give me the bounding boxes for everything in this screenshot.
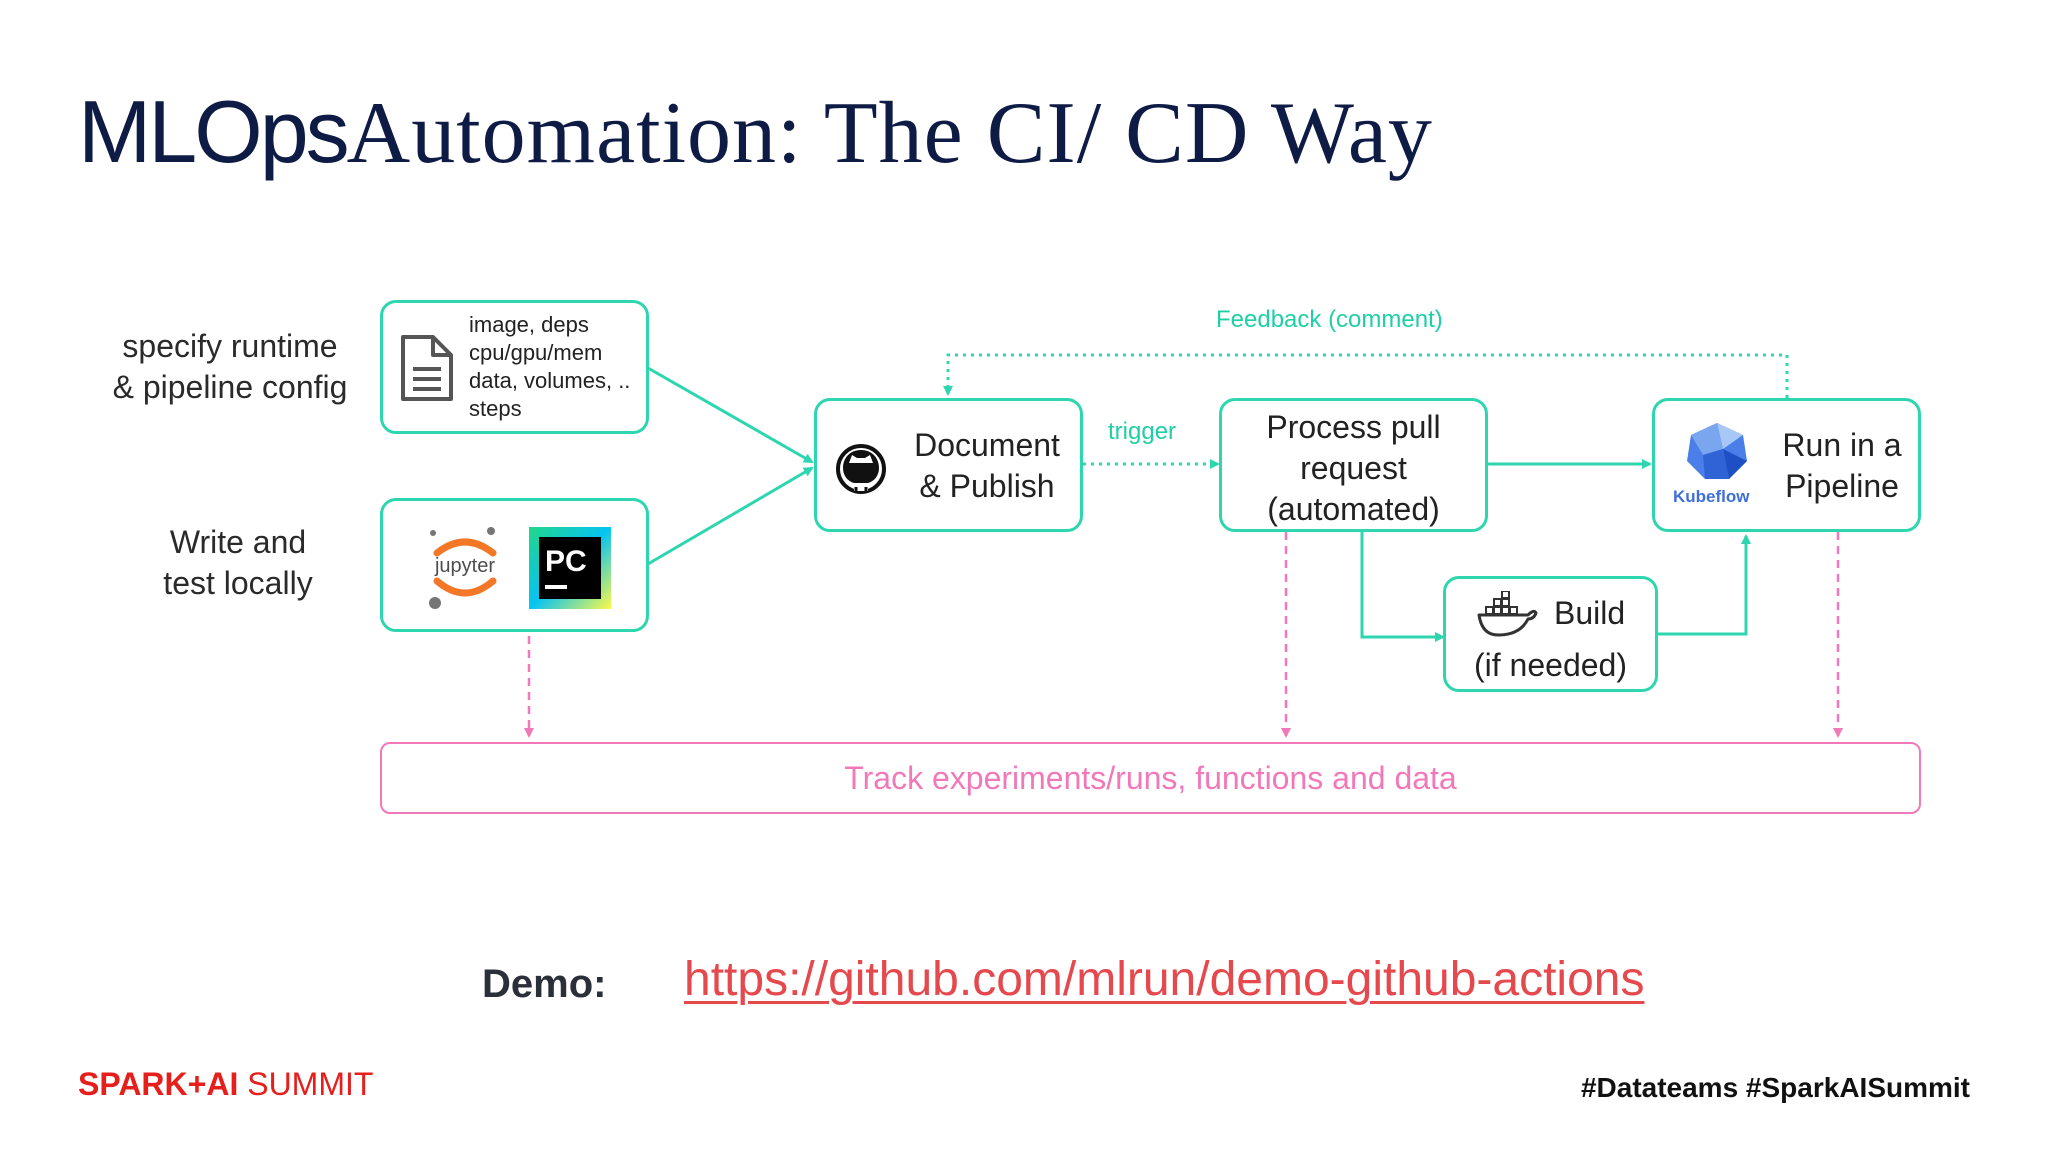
label-write-line1: Write and (169, 524, 307, 560)
pipeline-box: Kubeflow Run in a Pipeline (1652, 398, 1921, 532)
document-icon (401, 335, 453, 401)
kubeflow-text: Kubeflow (1673, 487, 1750, 506)
process-line1: Process pull (1266, 409, 1441, 445)
arrow-config-to-document (647, 366, 814, 464)
local-box: jupyter PC (380, 498, 649, 632)
build-line2: (if needed) (1474, 647, 1627, 683)
document-publish-text: Document & Publish (897, 425, 1077, 507)
document-line2: & Publish (919, 468, 1055, 504)
config-item-cpu: cpu/gpu/mem (469, 340, 603, 365)
kubeflow-icon (1687, 423, 1747, 479)
demo-link[interactable]: https://github.com/mlrun/demo-github-act… (684, 953, 1645, 1006)
hashtags: #Datateams #SparkAISummit (1580, 1072, 1970, 1103)
process-pr-box: Process pull request (automated) (1219, 398, 1488, 532)
arrow-process-to-build (1360, 532, 1445, 642)
label-specify-runtime: specify runtime & pipeline config (96, 326, 364, 408)
arrow-feedback (943, 353, 1789, 398)
feedback-label: Feedback (comment) (1216, 306, 1443, 333)
logo-rest: SUMMIT (238, 1066, 374, 1102)
arrow-local-to-document (647, 466, 814, 566)
title-part-automation: Automation: The CI/ CD Way (346, 85, 1433, 182)
track-box: Track experiments/runs, functions and da… (380, 742, 1921, 814)
config-item-data: data, volumes, .. (469, 368, 631, 393)
config-item-steps: steps (469, 396, 522, 421)
label-specify-line1: specify runtime (122, 328, 338, 364)
document-publish-box: Document & Publish (814, 398, 1083, 532)
process-pr-text: Process pull request (automated) (1222, 407, 1485, 530)
config-box: image, deps cpu/gpu/mem data, volumes, .… (380, 300, 649, 434)
slide-title: MLOpsAutomation: The CI/ CD Way (78, 88, 1433, 178)
track-label: Track experiments/runs, functions and da… (844, 759, 1457, 796)
document-line1: Document (914, 427, 1060, 463)
pipeline-line2: Pipeline (1785, 468, 1899, 504)
docker-icon (1477, 591, 1538, 637)
pipeline-text: Run in a Pipeline (1767, 425, 1917, 507)
label-specify-line2: & pipeline config (112, 369, 348, 405)
build-box: Build (if needed) (1443, 576, 1658, 692)
pycharm-icon: PC (529, 527, 611, 609)
config-list: image, deps cpu/gpu/mem data, volumes, .… (469, 311, 630, 423)
github-icon (836, 444, 886, 494)
jupyter-text: jupyter (434, 555, 495, 577)
build-line1: Build (1554, 595, 1626, 631)
spark-ai-summit-logo: SPARK+AI SUMMIT (78, 1066, 373, 1103)
logo-bold: SPARK+AI (78, 1066, 239, 1102)
demo-label: Demo: (482, 962, 607, 1006)
config-item-image: image, deps (469, 312, 589, 337)
title-part-mlops: MLOps (78, 82, 350, 181)
process-line2: request (1300, 450, 1407, 486)
trigger-label: trigger (1108, 418, 1177, 445)
jupyter-icon: jupyter (429, 527, 497, 609)
label-write-test: Write and test locally (128, 522, 348, 604)
arrow-build-to-pipeline (1658, 534, 1751, 636)
process-line3: (automated) (1267, 491, 1440, 527)
pycharm-text: PC (545, 545, 587, 578)
label-write-line2: test locally (163, 565, 313, 601)
pipeline-line1: Run in a (1782, 427, 1902, 463)
